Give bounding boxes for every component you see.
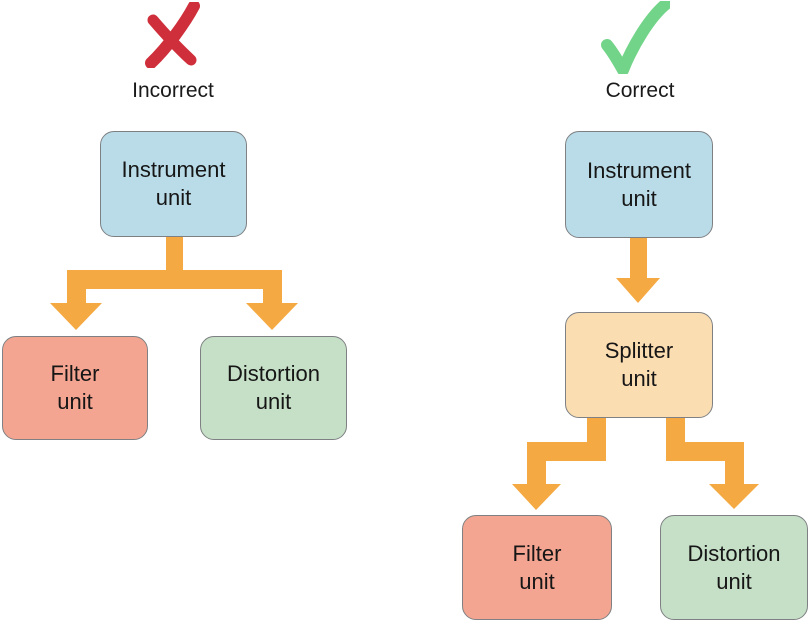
distortion-unit-box-correct: Distortion unit [660, 515, 808, 620]
node-label-line1: Filter [512, 540, 562, 566]
incorrect-label: Incorrect [132, 79, 214, 102]
node-label-line1: Instrument [587, 157, 691, 183]
node-label-line1: Distortion [227, 361, 320, 386]
filter-unit-box-correct: Filter unit [462, 515, 612, 620]
instrument-unit-box-incorrect: Instrument unit [100, 131, 247, 237]
node-label-line1: Distortion [687, 540, 781, 566]
split-arrows-correct [512, 418, 759, 510]
node-label-line2: unit [57, 389, 93, 414]
correct-label: Correct [605, 79, 675, 102]
node-label-line2: unit [621, 366, 657, 391]
filter-unit-box-incorrect: Filter unit [2, 336, 148, 440]
x-mark-icon [145, 2, 200, 68]
node-label-line2: unit [621, 185, 657, 211]
node-label-line2: unit [716, 568, 752, 594]
connector-arrow-correct [616, 238, 660, 303]
node-label-line2: unit [155, 185, 192, 210]
splitter-unit-box-correct: Splitter unit [565, 312, 713, 418]
check-mark-icon [601, 1, 670, 74]
node-label-line1: Filter [50, 361, 100, 386]
branch-arrow-incorrect [50, 237, 298, 330]
node-label-line1: Instrument [121, 157, 226, 182]
node-label-line2: unit [519, 568, 555, 594]
distortion-unit-box-incorrect: Distortion unit [200, 336, 347, 440]
node-label-line1: Splitter [604, 338, 674, 363]
instrument-unit-box-correct: Instrument unit [565, 131, 713, 238]
node-label-line2: unit [255, 389, 292, 414]
